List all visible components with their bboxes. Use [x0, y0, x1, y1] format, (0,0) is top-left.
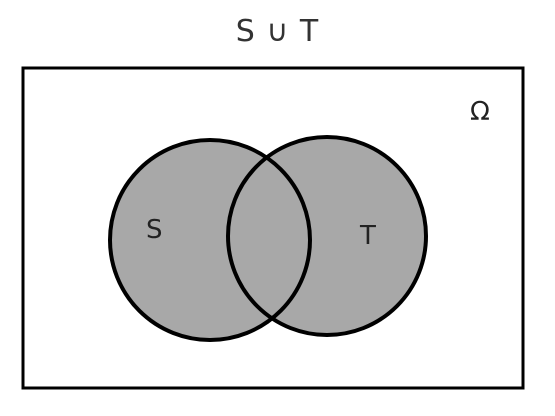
set-s-circle [108, 138, 312, 342]
union-fill [110, 137, 426, 340]
set-t-circle [226, 135, 428, 337]
universe-label: Ω [470, 97, 490, 127]
diagram-title: S ∪ T [235, 14, 320, 49]
universe-rectangle [21, 66, 525, 390]
set-t-fill [228, 137, 426, 335]
set-s-label: S [146, 215, 163, 245]
set-t-label: T [359, 221, 376, 251]
